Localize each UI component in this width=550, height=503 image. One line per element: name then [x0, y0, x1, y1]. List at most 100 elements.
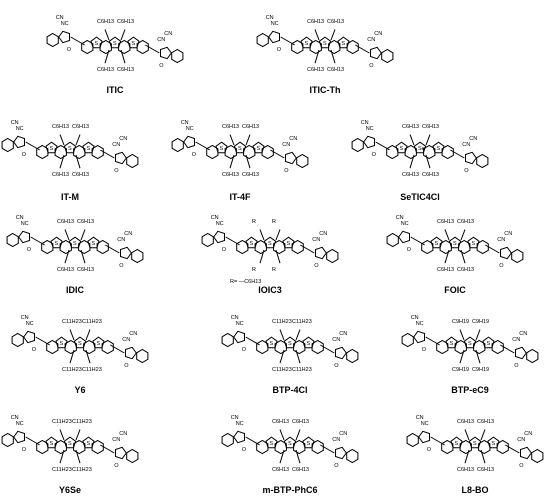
ring-pentagon — [337, 36, 350, 49]
vinyl-bond — [25, 141, 40, 151]
substituent-label: C11H23 — [272, 319, 292, 325]
substituent-label: R — [272, 267, 276, 273]
atom-label: S — [68, 441, 72, 447]
atom-label: O — [27, 247, 32, 253]
ring-pentagon — [50, 236, 63, 249]
atom-label: CN — [332, 337, 340, 343]
alkyl-bond — [279, 429, 285, 441]
atom-label: O — [407, 247, 412, 253]
atom-label: CN — [469, 136, 477, 142]
ring-pentagon — [125, 346, 137, 360]
ring-hexagon — [441, 144, 454, 160]
substituent-label: C6H13 — [72, 124, 89, 130]
ring-hexagon — [46, 32, 59, 48]
alkyl-bond — [59, 134, 65, 146]
ring-pentagon — [283, 336, 297, 349]
atom-label: O — [67, 47, 72, 53]
atom-label: Se — [418, 146, 425, 152]
alkyl-bond — [120, 49, 126, 64]
substituent-label: C6H13 — [327, 67, 344, 73]
ring-hexagon — [496, 439, 509, 455]
atom-label: CN — [396, 215, 404, 221]
ring-hexagon — [296, 153, 309, 169]
atom-label: S — [471, 241, 475, 247]
atom-label: NC — [421, 421, 429, 427]
atom-label: S — [78, 341, 82, 347]
ring-hexagon — [346, 39, 359, 55]
atom-label: O — [519, 463, 524, 469]
alkyl-bond — [444, 249, 450, 264]
ring-hexagon — [404, 144, 417, 160]
atom-label: O — [242, 447, 247, 453]
ring-pentagon — [450, 436, 463, 449]
atom-label: O — [334, 363, 339, 369]
alkyl-bond — [75, 429, 81, 441]
atom-label: CN — [122, 337, 130, 343]
atom-label: S — [68, 146, 72, 152]
ring-pentagon — [395, 141, 408, 154]
ring-pentagon — [318, 36, 332, 49]
alkyl-bond — [229, 154, 235, 169]
atom-label: O — [32, 347, 37, 353]
ring-hexagon — [221, 332, 234, 348]
ring-hexagon — [274, 439, 287, 455]
ring-pentagon — [268, 30, 280, 44]
atom-label: S — [305, 41, 309, 47]
ring-pentagon — [58, 30, 70, 44]
vinyl-bond — [100, 149, 115, 159]
alkyl-bond — [295, 429, 301, 441]
ring-pentagon — [120, 246, 132, 260]
vinyl-bond — [410, 236, 425, 246]
substituent-label: C6H13 — [457, 467, 474, 473]
ring-pentagon — [282, 236, 295, 249]
substituent-label: C6H13 — [57, 219, 74, 225]
alkyl-bond — [444, 229, 450, 241]
ring-pentagon — [265, 336, 278, 349]
ring-hexagon — [224, 144, 237, 160]
substituent-label: R — [252, 219, 256, 225]
atom-label: CN — [56, 15, 64, 21]
molecule-label: BTP-4Cl — [272, 385, 307, 395]
atom-label: O — [22, 447, 27, 453]
alkyl-bond — [314, 49, 320, 64]
atom-label: NC — [61, 21, 69, 27]
ring-hexagon — [423, 144, 436, 160]
molecule-label: IOIC3 — [258, 285, 282, 295]
substituent-label: C6H13 — [457, 419, 474, 425]
vinyl-bond — [100, 444, 115, 454]
atom-label: O — [422, 347, 427, 353]
vinyl-bond — [270, 149, 285, 159]
ring-hexagon — [78, 239, 91, 255]
ring-pentagon — [45, 141, 58, 154]
ring-pentagon — [82, 141, 95, 154]
atom-label: CN — [231, 315, 239, 321]
vinyl-bond — [70, 36, 85, 46]
molecule-label: FOIC — [444, 285, 466, 295]
substituent-label: C6H13 — [72, 172, 89, 178]
substituent-label: C6H13 — [477, 467, 494, 473]
substituent-label: C6H13 — [457, 267, 474, 273]
ring-hexagon — [478, 439, 491, 455]
vinyl-bond — [375, 141, 390, 151]
ring-hexagon — [526, 348, 539, 364]
atom-label: CN — [312, 237, 320, 243]
alkyl-bond — [279, 349, 285, 364]
atom-label: S — [256, 146, 260, 152]
atom-label: S — [268, 241, 272, 247]
ring-pentagon — [92, 336, 105, 349]
ring-pentagon — [465, 151, 477, 165]
atom-label: O — [114, 168, 119, 174]
substituent-label: C6H13 — [457, 219, 474, 225]
ring-hexagon — [291, 239, 304, 255]
ring-pentagon — [245, 236, 258, 249]
alkyl-bond — [295, 349, 301, 364]
substituent-label: C6H13 — [437, 219, 454, 225]
substituent-label: C6H13 — [52, 172, 69, 178]
substituent-label: C6H13 — [117, 19, 134, 25]
vinyl-bond — [320, 444, 335, 454]
substituent-label: C6H13 — [97, 19, 114, 25]
atom-label: O — [499, 263, 504, 269]
